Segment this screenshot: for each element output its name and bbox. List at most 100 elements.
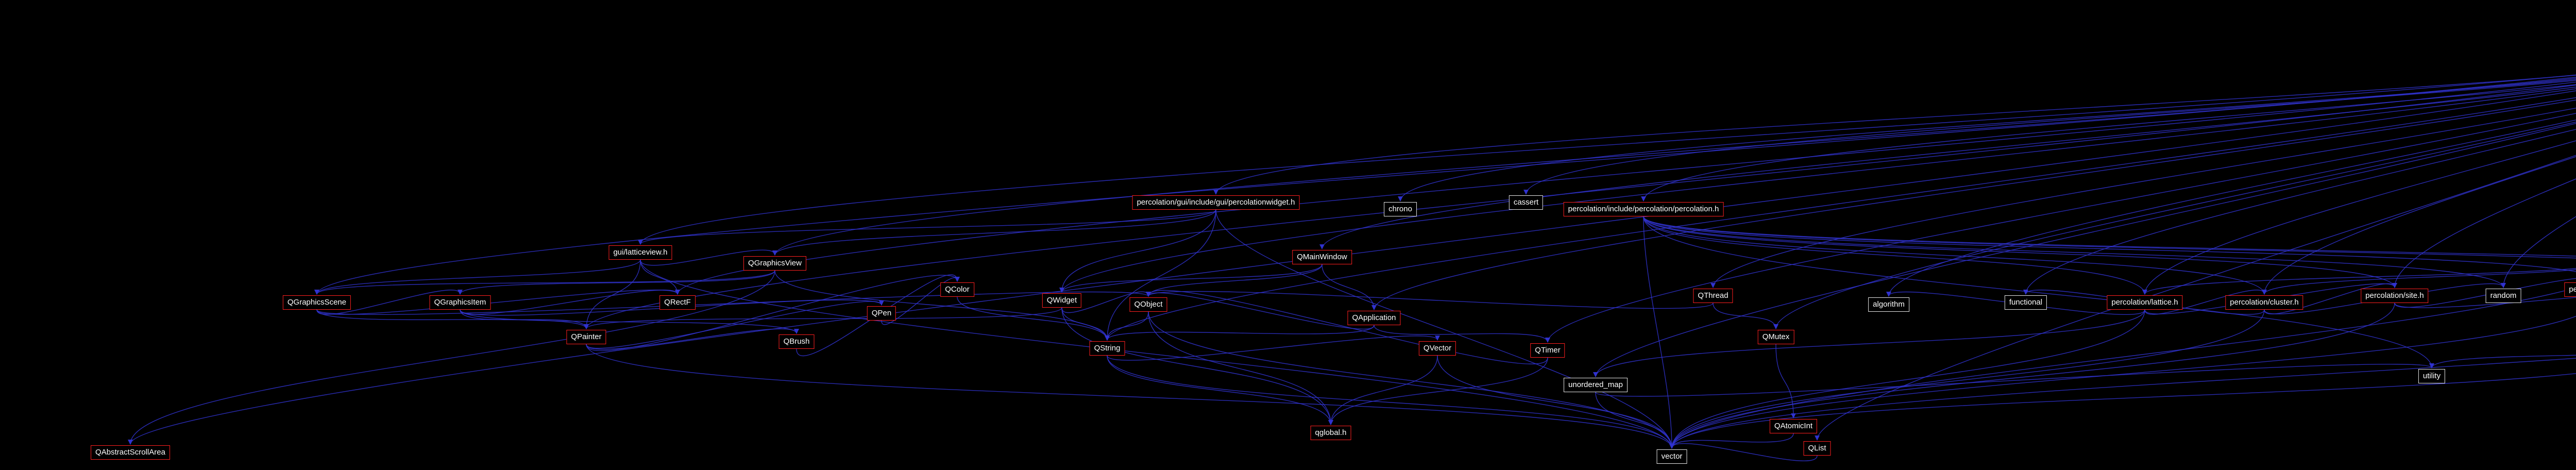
include-edge-n33-n39 xyxy=(1669,373,2576,449)
include-edge-root-n16 xyxy=(1371,99,2576,310)
include-edge-root-n41 xyxy=(128,90,2576,445)
include-edge-n6-n7 xyxy=(316,290,463,315)
include-edge-n33-n38 xyxy=(2429,355,2576,368)
graph-node-n42[interactable]: QRectF xyxy=(659,295,696,310)
include-edge-n6-n8 xyxy=(316,309,589,329)
graph-node-n10[interactable]: QPen xyxy=(867,306,896,321)
include-edge-root-n20 xyxy=(1545,113,2576,343)
include-edge-n8-n9 xyxy=(586,328,799,350)
include-edge-n29-n39 xyxy=(1669,303,2395,449)
include-edge-n12-n13 xyxy=(1061,291,1151,313)
graph-node-n11[interactable]: QColor xyxy=(940,282,974,297)
include-edge-root-n27 xyxy=(2142,140,2576,295)
graph-node-n13[interactable]: QObject xyxy=(1129,297,1167,312)
graph-node-n17[interactable]: QVector xyxy=(1418,341,1456,356)
include-edge-n24-n39 xyxy=(1669,433,1794,449)
include-edge-n3-n39 xyxy=(1643,216,1674,449)
graph-node-n4[interactable]: gui/latticeview.h xyxy=(608,245,672,260)
include-edge-n32-n27 xyxy=(2142,268,2576,295)
include-edge-n28-n39 xyxy=(1669,309,2265,449)
include-edge-n3-n27 xyxy=(1643,216,2147,295)
include-edge-n40-n39 xyxy=(1669,443,1818,461)
graph-node-n39[interactable]: vector xyxy=(1656,449,1687,464)
include-edge-n4-n42 xyxy=(640,259,680,295)
graph-node-n25[interactable]: algorithm xyxy=(1868,297,1909,312)
graph-node-n12[interactable]: QWidget xyxy=(1042,293,1082,308)
graph-node-n16[interactable]: QApplication xyxy=(1347,311,1401,325)
include-edge-root-n42 xyxy=(675,81,2576,295)
include-edge-n7-n42 xyxy=(460,290,680,315)
include-edge-n32-n28 xyxy=(2262,269,2576,295)
graph-node-n5[interactable]: QGraphicsView xyxy=(743,256,806,271)
include-edge-n15-n12 xyxy=(1059,264,1323,293)
graph-node-n14[interactable]: QString xyxy=(1089,341,1125,356)
graph-node-n1[interactable]: percolation/gui/include/gui/percolationw… xyxy=(1132,195,1300,210)
graph-node-n30[interactable]: random xyxy=(2485,289,2521,303)
include-edge-root-n29 xyxy=(2392,178,2576,288)
include-edge-n3-n36 xyxy=(1643,216,2576,257)
include-edge-root-n5 xyxy=(772,78,2576,256)
include-edge-n36-n39 xyxy=(1669,358,2576,449)
include-edge-root-n40 xyxy=(1815,155,2576,441)
include-edge-root-n3 xyxy=(1641,84,2576,202)
graph-node-n27[interactable]: percolation/lattice.h xyxy=(2107,295,2183,310)
include-edge-n8-n10 xyxy=(586,300,884,349)
include-edge-n3-n30 xyxy=(1643,216,2506,288)
include-edge-n3-n38 xyxy=(1643,216,2434,368)
include-edge-n12-n18 xyxy=(1061,307,1333,425)
graph-node-n26[interactable]: functional xyxy=(2004,295,2047,310)
include-edge-n21-n39 xyxy=(1595,392,1674,449)
include-edge-n4-n6 xyxy=(314,259,641,295)
include-edge-n3-n31 xyxy=(1643,216,2576,272)
include-edge-n20-n13 xyxy=(1146,290,1548,364)
graph-node-n19[interactable]: chrono xyxy=(1384,202,1417,216)
graph-node-n3[interactable]: percolation/include/percolation/percolat… xyxy=(1563,202,1724,216)
graph-node-n7[interactable]: QGraphicsItem xyxy=(429,295,491,310)
include-edge-n14-n18 xyxy=(1107,355,1333,425)
graph-node-n6[interactable]: QGraphicsScene xyxy=(282,295,351,310)
include-edge-root-n14 xyxy=(1105,97,2576,341)
include-edge-n17-n39 xyxy=(1437,355,1674,449)
graph-node-n15[interactable]: QMainWindow xyxy=(1292,250,1352,264)
graph-node-n38[interactable]: utility xyxy=(2418,369,2446,383)
graph-node-n31[interactable]: percolation/bond.h xyxy=(2564,282,2576,297)
graph-node-n23[interactable]: QMutex xyxy=(1757,330,1794,344)
include-edge-root-n25 xyxy=(1886,120,2576,297)
include-edge-root-n6 xyxy=(314,76,2576,295)
include-edge-n12-n8 xyxy=(584,307,1062,329)
include-edge-n22-n13 xyxy=(1146,291,1714,309)
graph-node-n22[interactable]: QThread xyxy=(1693,289,1733,303)
graph-node-n2[interactable]: cassert xyxy=(1509,195,1544,210)
include-edge-n4-n5 xyxy=(640,249,777,266)
graph-node-n40[interactable]: QList xyxy=(1803,441,1831,456)
graph-node-n21[interactable]: unordered_map xyxy=(1564,378,1628,392)
graph-node-n20[interactable]: QTimer xyxy=(1530,343,1565,358)
include-edge-root-n23 xyxy=(1773,122,2576,329)
include-edge-n16-n20 xyxy=(1374,325,1550,343)
include-edge-n27-n21 xyxy=(1593,309,2145,377)
include-edge-n14-n17 xyxy=(1107,335,1440,361)
include-edge-n12-n14 xyxy=(1061,307,1110,341)
graph-node-n29[interactable]: percolation/site.h xyxy=(2361,289,2429,303)
include-edge-root-n4 xyxy=(638,74,2576,245)
include-edge-n14-n39 xyxy=(1107,355,1674,449)
graph-node-n24[interactable]: QAtomicInt xyxy=(1769,419,1818,433)
include-edge-n11-n14 xyxy=(957,296,1110,341)
include-edge-n5-n6 xyxy=(314,270,775,295)
graph-node-n18[interactable]: qglobal.h xyxy=(1310,426,1351,440)
include-edge-n13-n39 xyxy=(1148,311,1674,449)
graph-node-n9[interactable]: QBrush xyxy=(778,334,815,349)
graph-node-n8[interactable]: QPainter xyxy=(566,330,606,344)
graph-node-n28[interactable]: percolation/cluster.h xyxy=(2225,295,2303,310)
include-edge-n1-n4 xyxy=(638,209,1216,245)
include-edge-n27-n39 xyxy=(1669,309,2145,449)
include-edge-n4-n8 xyxy=(584,259,641,329)
graph-node-n41[interactable]: QAbstractScrollArea xyxy=(91,445,170,460)
include-edge-root-n21 xyxy=(1593,123,2576,377)
include-edge-n1-n14 xyxy=(1105,209,1216,341)
include-edge-root-n2 xyxy=(1523,80,2576,195)
include-edge-root-n28 xyxy=(2262,156,2576,295)
include-edge-n17-n18 xyxy=(1328,355,1438,425)
